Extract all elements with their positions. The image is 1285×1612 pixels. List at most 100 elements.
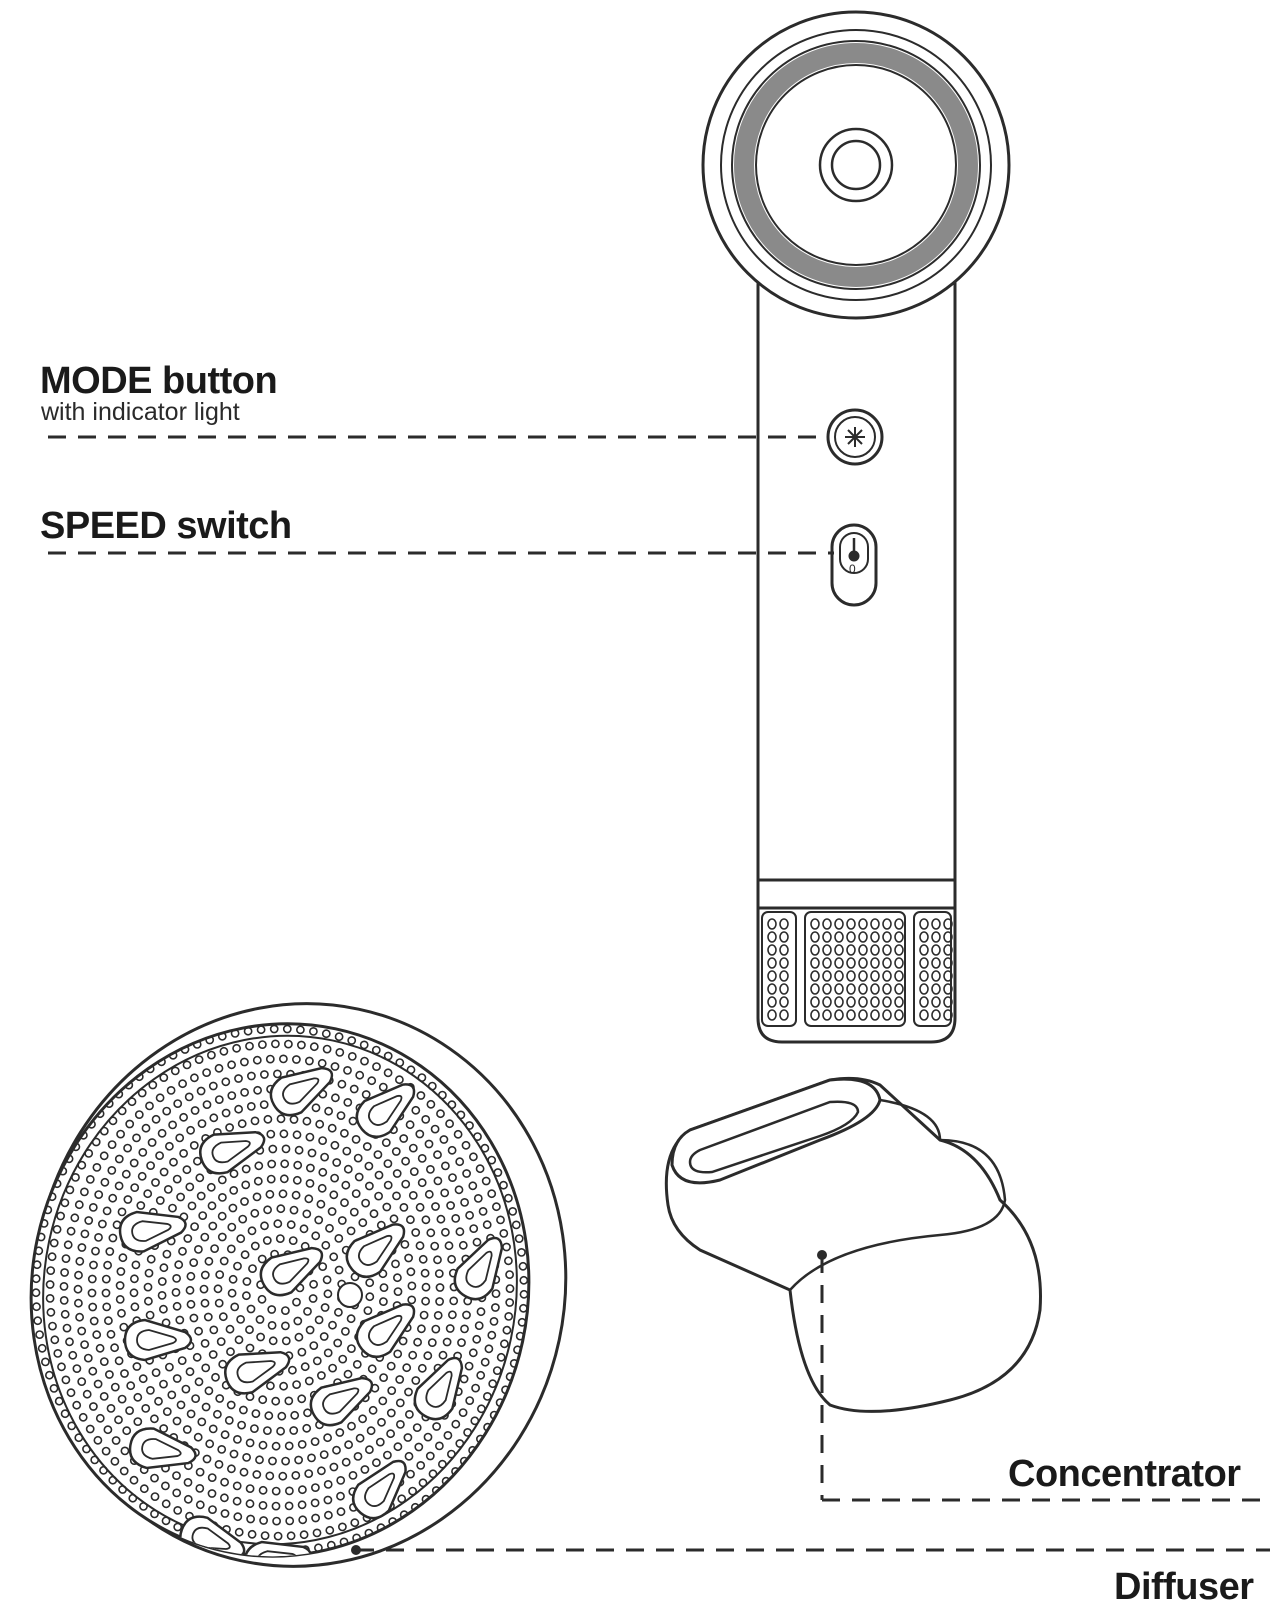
diffuser-hole bbox=[279, 1129, 289, 1139]
diffuser-hole bbox=[129, 1274, 139, 1284]
diffuser-hole bbox=[18, 1261, 28, 1270]
diffuser-hole bbox=[271, 1501, 281, 1511]
intake-hole bbox=[882, 957, 892, 969]
speed-switch[interactable] bbox=[830, 523, 878, 607]
intake-hole bbox=[834, 957, 844, 969]
diffuser-hole bbox=[194, 1377, 204, 1387]
diffuser-hole bbox=[269, 1024, 279, 1034]
mode-button[interactable] bbox=[826, 408, 884, 466]
diffuser-hole bbox=[246, 1514, 255, 1524]
diffuser-hole bbox=[219, 1256, 229, 1266]
diffuser-hole bbox=[319, 1450, 329, 1459]
diffuser-hole bbox=[84, 1149, 94, 1158]
diffuser-hole bbox=[433, 1311, 443, 1320]
diffuser-hole bbox=[105, 1247, 115, 1256]
diffuser-hole bbox=[160, 1481, 170, 1491]
diffuser-hole bbox=[393, 1442, 403, 1452]
diffuser-hole bbox=[355, 1433, 365, 1443]
diffuser-hole bbox=[433, 1176, 443, 1186]
intake-hole bbox=[894, 970, 904, 982]
diffuser-hole bbox=[201, 1402, 211, 1412]
diffuser-hole bbox=[363, 1306, 373, 1315]
diffuser-hole bbox=[48, 1154, 58, 1164]
diffuser-hole bbox=[102, 1302, 112, 1312]
diffuser-hole bbox=[425, 1451, 435, 1461]
diffuser-hole bbox=[242, 1453, 251, 1462]
intake-hole bbox=[846, 918, 856, 930]
diffuser-hole bbox=[157, 1277, 167, 1286]
diffuser-hole bbox=[318, 1167, 328, 1177]
diffuser-hole bbox=[373, 1150, 383, 1159]
diffuser-finger bbox=[345, 1223, 406, 1279]
diffuser-hole bbox=[239, 1467, 249, 1477]
diffuser-hole bbox=[19, 1317, 29, 1326]
diffuser-hole bbox=[258, 1395, 268, 1405]
diffuser-hole bbox=[496, 1352, 506, 1362]
diffuser-hole bbox=[103, 1425, 113, 1435]
diffuser-hole bbox=[86, 1097, 96, 1107]
diffuser-hole bbox=[514, 1234, 524, 1243]
diffuser-hole bbox=[34, 1246, 44, 1256]
diffuser-hole bbox=[77, 1160, 87, 1170]
intake-hole bbox=[834, 983, 844, 995]
diffuser-hole bbox=[304, 1194, 314, 1204]
diffuser-hole bbox=[82, 1444, 91, 1454]
diffuser-hole bbox=[138, 1148, 148, 1157]
diffuser-hole bbox=[129, 1158, 139, 1168]
diffuser-hole bbox=[361, 1090, 371, 1099]
diffuser-hole bbox=[454, 1185, 464, 1195]
diffuser-hole bbox=[208, 1081, 218, 1091]
intake-hole bbox=[822, 996, 832, 1008]
diffuser-hole bbox=[395, 1398, 405, 1408]
diffuser-hole bbox=[263, 1114, 273, 1124]
intake-hole bbox=[894, 1009, 904, 1021]
diffuser-hole bbox=[433, 1255, 442, 1265]
diffuser-hole bbox=[305, 1163, 315, 1173]
diffuser-hole bbox=[268, 1456, 277, 1466]
diffuser-hole bbox=[323, 1480, 333, 1489]
diffuser-hole bbox=[292, 1175, 302, 1185]
diffuser-hole bbox=[245, 1343, 255, 1353]
diffuser-hole bbox=[321, 1029, 331, 1039]
diffuser-hole bbox=[221, 1108, 231, 1118]
diffuser-hole bbox=[229, 1169, 239, 1179]
diffuser-hole bbox=[62, 1323, 72, 1333]
diffuser-hole bbox=[302, 1423, 312, 1433]
diffuser-hole bbox=[123, 1143, 132, 1153]
diffuser-hole bbox=[398, 1336, 408, 1346]
diffuser-hole bbox=[313, 1543, 323, 1553]
diffuser-hole bbox=[309, 1279, 318, 1289]
diffuser-hole bbox=[342, 1146, 352, 1156]
diffuser-hole bbox=[155, 1151, 164, 1160]
diffuser-hole bbox=[45, 1280, 55, 1289]
diffuser-hole bbox=[401, 1156, 410, 1166]
diffuser-hole bbox=[116, 1129, 125, 1139]
diffuser-hole bbox=[105, 1078, 114, 1088]
diffuser-hole bbox=[273, 1531, 283, 1541]
diffuser-hole bbox=[246, 1304, 256, 1314]
diffuser-hole bbox=[284, 1441, 294, 1451]
intake-hole bbox=[810, 1009, 820, 1021]
diffuser-hole bbox=[320, 1303, 330, 1312]
diffuser-hole bbox=[445, 1324, 455, 1333]
diffuser-hole bbox=[259, 1516, 268, 1525]
diffuser-hole bbox=[350, 1518, 360, 1528]
diffuser-hole bbox=[309, 1042, 319, 1052]
diffuser-hole bbox=[386, 1361, 396, 1371]
diffuser-hole bbox=[240, 1088, 249, 1097]
diffuser-hole bbox=[343, 1369, 353, 1379]
diffuser-hole bbox=[80, 1340, 89, 1349]
diffuser-hole bbox=[447, 1310, 457, 1320]
diffuser-hole bbox=[268, 1144, 278, 1154]
diffuser-hole bbox=[257, 1254, 267, 1264]
intake-hole bbox=[882, 931, 892, 943]
diffuser-hole bbox=[336, 1476, 346, 1485]
diffuser-hole bbox=[151, 1178, 160, 1187]
diffuser-hole bbox=[293, 1160, 303, 1170]
diffuser-hole bbox=[446, 1449, 456, 1459]
diffuser-hole bbox=[234, 1104, 243, 1114]
intake-hole bbox=[943, 983, 953, 995]
diffuser-hole bbox=[321, 1240, 331, 1250]
diffuser-hole bbox=[447, 1100, 457, 1110]
diffuser-hole bbox=[482, 1220, 492, 1230]
